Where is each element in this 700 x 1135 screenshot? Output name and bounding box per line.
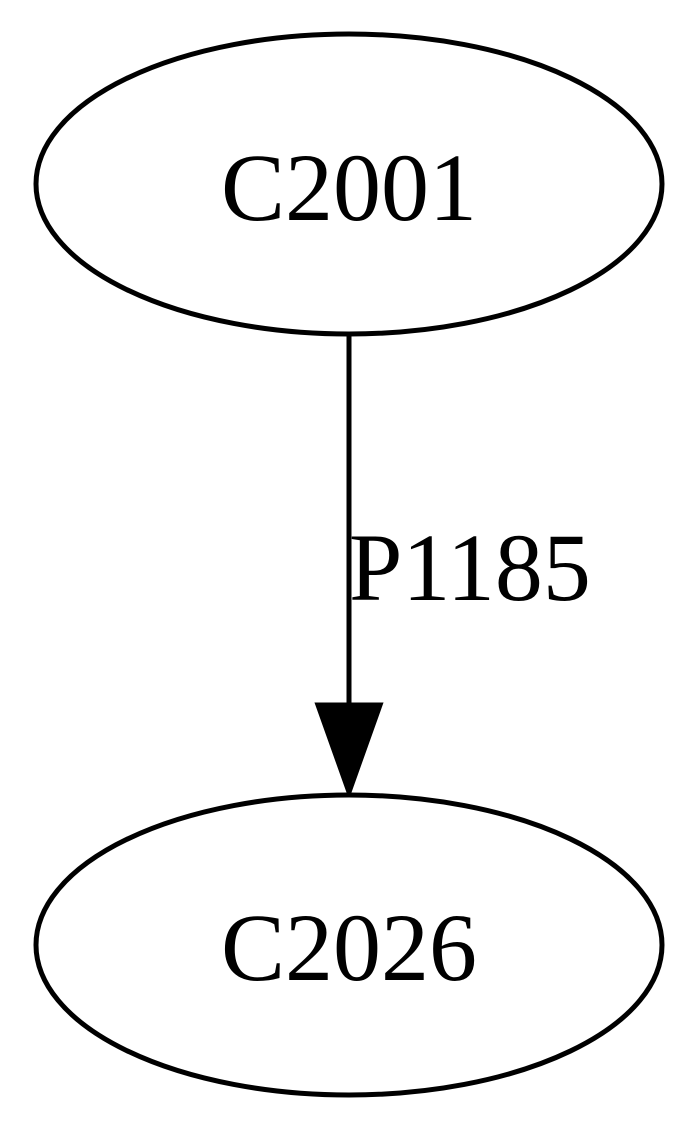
node-c2026-shape: [33, 792, 665, 1098]
node-c2001-label: C2001: [221, 134, 477, 241]
edge-label: P1185: [349, 514, 591, 621]
node-c2026-label: C2026: [221, 894, 477, 1001]
arrowhead-icon: [314, 702, 384, 800]
node-c2026: C2026: [33, 792, 665, 1098]
node-c2001: C2001: [33, 31, 665, 337]
edge-c2001-c2026: P1185: [314, 334, 591, 800]
